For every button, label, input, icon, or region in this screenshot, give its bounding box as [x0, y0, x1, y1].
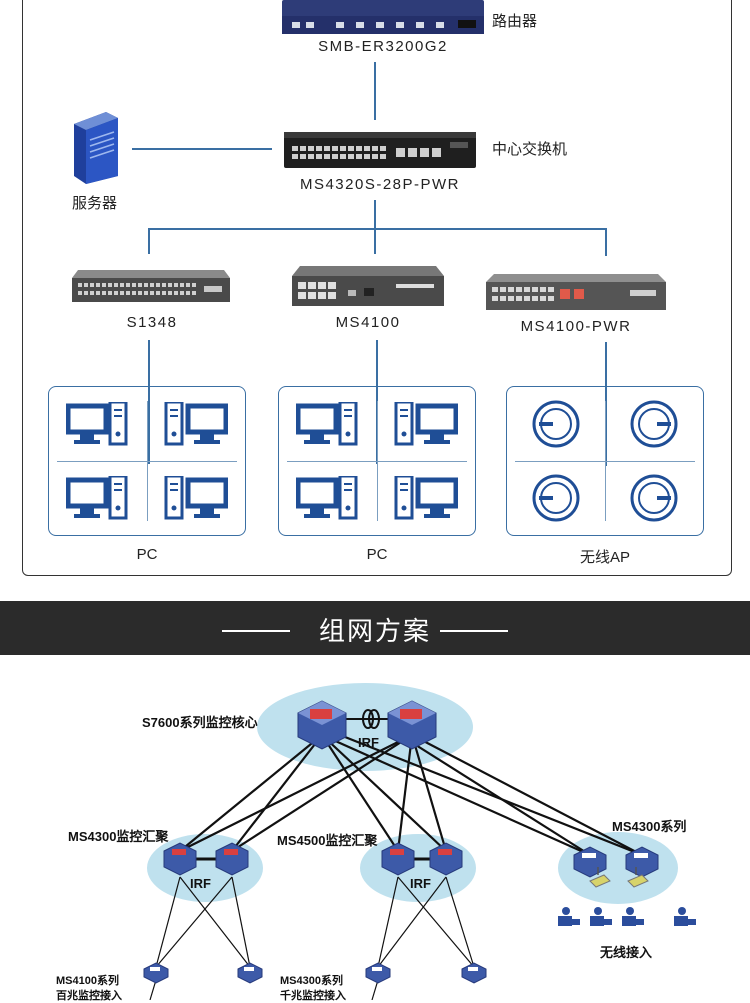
- agg-mid-switch-b: [429, 842, 463, 876]
- link-bus-pwr: [605, 228, 607, 256]
- core-switch-label: 中心交换机: [492, 141, 568, 158]
- access-switch-icon: [461, 962, 487, 984]
- router-model: SMB-ER3200G2: [318, 38, 448, 55]
- ap-group: [506, 386, 704, 536]
- access-mid-line2: 千兆监控接入: [280, 990, 346, 1002]
- core-switch-a: [297, 700, 347, 750]
- agg-right-switch-b: [625, 846, 659, 878]
- access-model-1: S1348: [126, 314, 178, 331]
- agg-left-switch-a: [163, 842, 197, 876]
- pc-icon: [296, 476, 358, 520]
- agg-left-irf-label: IRF: [190, 876, 211, 891]
- core-irf-ring: [368, 709, 380, 729]
- pc-icon: [66, 476, 128, 520]
- pc-icon: [394, 402, 458, 446]
- access-switch-icon: [365, 962, 391, 984]
- pc-icon: [164, 402, 228, 446]
- pc-group-2: [278, 386, 476, 536]
- pc-icon: [164, 476, 228, 520]
- server-icon: [74, 112, 118, 184]
- ap-icon: [532, 400, 580, 448]
- topology-panel: [22, 0, 732, 576]
- core-links: [179, 733, 643, 857]
- wireless-ap-icon: [589, 867, 611, 888]
- agg-left-label: MS4300监控汇聚: [68, 829, 169, 844]
- ap-icon: [630, 400, 678, 448]
- server-label: 服务器: [72, 195, 118, 212]
- agg-right-label: MS4300系列: [612, 819, 687, 834]
- access-links: [149, 876, 475, 1000]
- access-model-2: MS4100: [335, 314, 401, 331]
- section-banner: [0, 601, 750, 655]
- core-switch-b: [387, 700, 437, 750]
- group-label-3: 无线AP: [579, 549, 630, 566]
- pc-icon: [296, 402, 358, 446]
- group-label-1: PC: [136, 546, 158, 563]
- wireless-users-icon: [558, 907, 696, 926]
- banner-title: 组网方案: [318, 616, 431, 646]
- agg-mid-label: MS4500监控汇聚: [277, 833, 378, 848]
- core-switch-model: MS4320S-28P-PWR: [299, 176, 461, 193]
- agg-left-switch-b: [215, 842, 249, 876]
- link-ms4100-group: [376, 340, 378, 464]
- ap-icon: [532, 474, 580, 522]
- group-label-2: PC: [366, 546, 388, 563]
- access-switch-icon: [143, 962, 169, 984]
- access-switch-icon: [237, 962, 263, 984]
- scheme-diagram: [143, 683, 696, 1000]
- access-mid-line1: MS4300系列: [280, 975, 343, 987]
- agg-mid-irf-label: IRF: [410, 876, 431, 891]
- link-server-core: [132, 148, 272, 150]
- wireless-ap-icon: [627, 867, 649, 888]
- link-bus-s1348: [148, 228, 150, 254]
- access-switch-1: [72, 270, 230, 302]
- banner-rule-right: [440, 630, 508, 632]
- ap-icon: [630, 474, 678, 522]
- router-device: [282, 0, 484, 34]
- pc-group-1: [48, 386, 246, 536]
- link-core-trunk: [374, 200, 376, 254]
- core-switch-device: [284, 132, 476, 168]
- link-s1348-group: [148, 340, 150, 464]
- link-router-core: [374, 62, 376, 120]
- access-switch-2: [292, 266, 444, 306]
- access-switch-3: [486, 274, 666, 310]
- agg-mid-switch-a: [381, 842, 415, 876]
- pc-icon: [66, 402, 128, 446]
- access-model-3: MS4100-PWR: [520, 318, 632, 335]
- wireless-label: 无线接入: [600, 945, 653, 960]
- access-left-line1: MS4100系列: [56, 975, 119, 987]
- core-irf-label: IRF: [358, 735, 379, 750]
- link-access-bus: [148, 228, 606, 230]
- core-label: S7600系列监控核心: [142, 715, 258, 730]
- banner-rule-left: [222, 630, 290, 632]
- pc-icon: [394, 476, 458, 520]
- access-left-line2: 百兆监控接入: [56, 990, 122, 1002]
- core-irf-ring: [362, 709, 374, 729]
- router-label: 路由器: [492, 13, 538, 30]
